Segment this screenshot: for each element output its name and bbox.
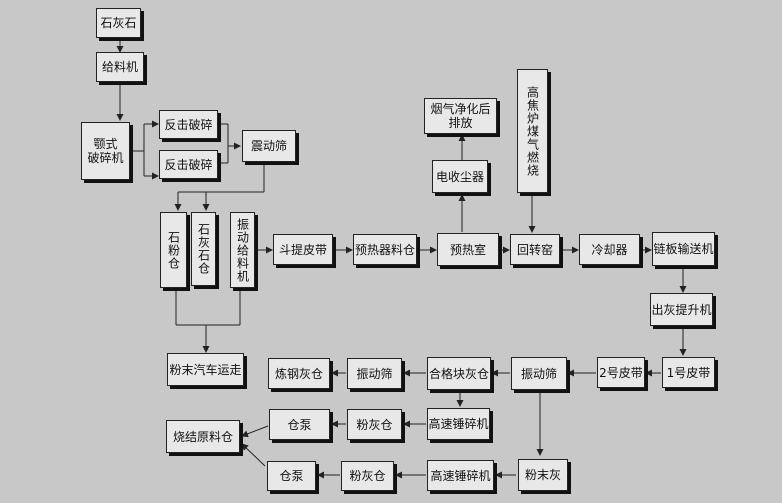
powder-bin-1-node: 粉灰仓 (347, 409, 402, 440)
vibrating-feeder-node: 振动给料机 (230, 212, 255, 288)
silo-pump-2-node: 仓泵 (267, 461, 316, 491)
high-speed-crusher-1-node: 高速锤碎机 (427, 408, 490, 440)
powder-truck-node: 粉末汽车运走 (167, 353, 244, 386)
jaw-crusher-node: 颚式 破碎机 (81, 122, 130, 180)
limestone-node: 石灰石 (96, 8, 141, 38)
vibrating-screen-node: 振动筛 (511, 357, 567, 390)
flue-gas-exhaust-node: 烟气净化后排放 (424, 98, 497, 134)
impact-crusher-2-node: 反击破碎 (159, 150, 218, 179)
limestone-bin-node: 石灰石仓 (191, 212, 216, 286)
impact-crusher-1-node: 反击破碎 (159, 110, 218, 139)
vibrating-screen-top-node: 震动筛 (242, 130, 296, 162)
coal-gas-combustion-node: 高焦炉煤气燃烧 (517, 69, 548, 193)
ash-elevator-node: 出灰提升机 (650, 293, 713, 326)
qualified-lime-bin-node: 合格块灰仓 (427, 357, 491, 390)
chain-conveyor-node: 链板输送机 (652, 232, 715, 266)
rotary-kiln-node: 回转窑 (510, 234, 560, 265)
steelmaking-lime-bin-node: 炼钢灰仓 (268, 358, 330, 389)
vibrating-screen-2-node: 振动筛 (347, 358, 402, 389)
high-speed-crusher-2-node: 高速锤碎机 (427, 460, 494, 491)
esp-node: 电收尘器 (432, 160, 488, 193)
cooler-node: 冷却器 (579, 234, 640, 265)
preheater-node: 预热室 (437, 233, 499, 266)
feeder-node: 给料机 (96, 52, 144, 82)
stone-powder-bin-node: 石粉仓 (160, 212, 187, 288)
preheater-bin-node: 预热器料仓 (353, 234, 417, 265)
belt-2-node: 2号皮带 (597, 357, 645, 388)
silo-pump-1-node: 仓泵 (269, 409, 330, 440)
powder-bin-2-node: 粉灰仓 (341, 461, 394, 491)
bucket-elevator-node: 斗提皮带 (273, 234, 333, 265)
belt-1-node: 1号皮带 (662, 357, 715, 388)
sinter-raw-bin-node: 烧结原料仓 (166, 420, 240, 453)
fine-lime-node: 粉末灰 (518, 459, 568, 491)
